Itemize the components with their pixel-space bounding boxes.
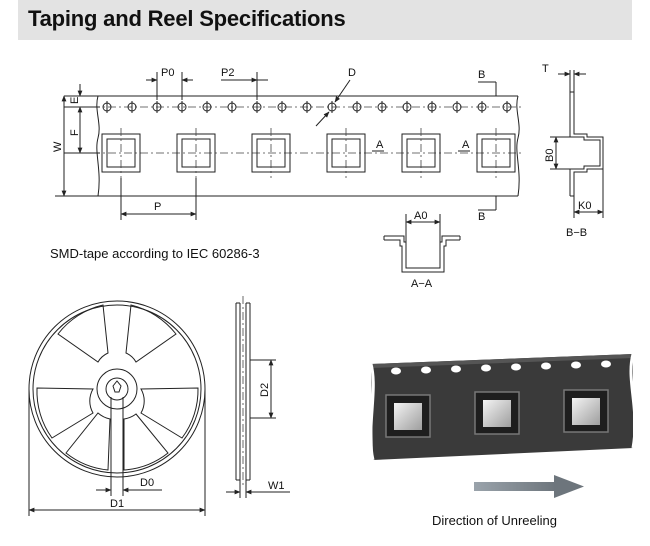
reel-side-view: D2 W1	[226, 296, 290, 498]
label-t: T	[542, 63, 549, 75]
label-k0: K0	[578, 200, 591, 212]
tape-cavities	[101, 128, 516, 178]
section-b-b: T B0 K0 B−B	[542, 63, 604, 239]
section-title: Taping and Reel Specifications	[28, 6, 346, 31]
label-f: F	[69, 129, 81, 136]
label-e: E	[69, 97, 81, 104]
tape-photo	[369, 353, 637, 498]
label-p2: P2	[221, 67, 234, 79]
label-p0: P0	[161, 67, 174, 79]
unreeling-arrow-icon	[474, 475, 584, 498]
label-a0: A0	[414, 210, 427, 222]
section-aa-title: A−A	[411, 278, 433, 290]
sprocket-holes	[102, 101, 512, 113]
label-b-top: B	[478, 69, 485, 81]
label-w: W	[52, 141, 64, 152]
label-b0: B0	[544, 149, 556, 162]
label-a-right: A	[462, 139, 470, 151]
unreeling-caption: Direction of Unreeling	[432, 513, 558, 528]
label-d: D	[348, 67, 356, 79]
section-bb-title: B−B	[566, 227, 587, 239]
tape-top-view: P0 P2 D E F W P A	[52, 67, 524, 223]
label-a-left: A	[376, 139, 384, 151]
section-a-a: A0 A−A	[383, 210, 461, 290]
section-header: Taping and Reel Specifications	[18, 0, 632, 40]
label-d0: D0	[140, 477, 154, 489]
label-p: P	[154, 201, 161, 213]
reel-front-view: D0 D1	[28, 300, 206, 516]
label-w1: W1	[268, 480, 285, 492]
label-d1: D1	[110, 498, 124, 510]
label-b-bottom: B	[478, 211, 485, 223]
tape-caption: SMD-tape according to IEC 60286-3	[50, 246, 260, 261]
label-d2: D2	[259, 383, 271, 397]
